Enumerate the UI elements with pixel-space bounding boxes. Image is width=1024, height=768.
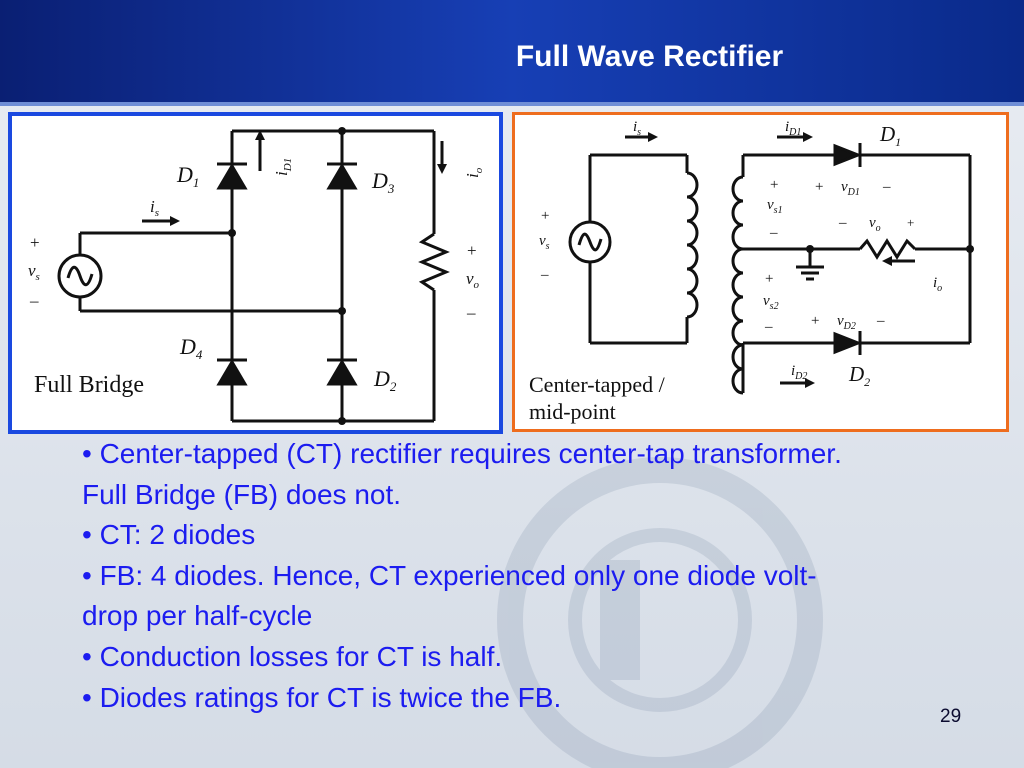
ct-label-vo-sub: o bbox=[876, 223, 881, 234]
svg-text:vD1: vD1 bbox=[841, 179, 860, 198]
ct-label-vs: v bbox=[539, 233, 546, 249]
ct-vs1-plus: + bbox=[770, 177, 778, 193]
svg-text:D2: D2 bbox=[848, 362, 870, 389]
bullet-item: • Conduction losses for CT is half. bbox=[82, 640, 503, 672]
fb-vs-minus: – bbox=[29, 291, 39, 310]
svg-text:iD1: iD1 bbox=[272, 158, 294, 176]
ct-label-id2: i bbox=[791, 363, 795, 379]
svg-text:D1: D1 bbox=[176, 162, 199, 190]
center-tapped-caption-line2: mid-point bbox=[529, 399, 616, 424]
fb-label-vo: v bbox=[466, 269, 474, 288]
fb-label-is-sub: s bbox=[155, 207, 159, 219]
full-bridge-caption: Full Bridge bbox=[34, 372, 144, 398]
ct-vs-minus: – bbox=[540, 267, 549, 283]
bullet-item: • Diodes ratings for CT is twice the FB. bbox=[82, 681, 562, 713]
ct-label-is: i bbox=[633, 119, 637, 135]
ct-label-id1-sub: D1 bbox=[788, 127, 801, 138]
center-tapped-circuit-diagram: is iD1 D1 + vs1 – + vD1 – – vo + io + vs… bbox=[529, 119, 974, 424]
fb-label-d4: D bbox=[179, 334, 196, 359]
fb-label-is: i bbox=[150, 197, 155, 216]
ct-vo-minus: – bbox=[838, 215, 847, 231]
page-number: 29 bbox=[940, 706, 962, 727]
svg-text:D1: D1 bbox=[879, 122, 901, 149]
svg-text:iD1: iD1 bbox=[785, 119, 801, 138]
svg-text:D4: D4 bbox=[179, 334, 203, 362]
ct-label-id1: i bbox=[785, 119, 789, 135]
fb-label-io-sub: o bbox=[473, 167, 485, 173]
fb-vo-minus: – bbox=[466, 303, 476, 322]
svg-text:io: io bbox=[463, 167, 485, 178]
center-tapped-panel: is iD1 D1 + vs1 – + vD1 – – vo + io + vs… bbox=[512, 112, 1009, 432]
ct-label-vs1: v bbox=[767, 197, 774, 213]
svg-text:vs: vs bbox=[28, 261, 40, 283]
full-bridge-circuit-diagram: D1 D3 D4 D2 is iD1 io + vs – + vo – Full… bbox=[28, 127, 485, 425]
ct-vs2-minus: – bbox=[764, 319, 773, 335]
fb-label-d4-sub: 4 bbox=[196, 347, 203, 362]
svg-text:D3: D3 bbox=[371, 168, 395, 196]
bullet-list: • Center-tapped (CT) rectifier requires … bbox=[82, 434, 842, 718]
fb-label-d2: D bbox=[373, 366, 390, 391]
university-seal-watermark bbox=[497, 457, 823, 768]
svg-text:vs: vs bbox=[539, 233, 550, 252]
ct-label-d2: D bbox=[848, 362, 864, 386]
ct-label-vd2-sub: D2 bbox=[843, 321, 856, 332]
center-tapped-caption-line1: Center-tapped / bbox=[529, 372, 666, 397]
svg-text:is: is bbox=[633, 119, 641, 138]
ct-vd1-plus: + bbox=[815, 179, 823, 195]
fb-label-d3: D bbox=[371, 168, 388, 193]
ct-label-d2-sub: 2 bbox=[864, 375, 870, 389]
svg-text:vo: vo bbox=[869, 215, 881, 234]
ct-label-id2-sub: D2 bbox=[794, 371, 807, 382]
ct-vd2-plus: + bbox=[811, 313, 819, 329]
ct-vs2-plus: + bbox=[765, 271, 773, 287]
bullet-item: • Center-tapped (CT) rectifier requires … bbox=[82, 438, 842, 510]
ct-label-vd1-sub: D1 bbox=[847, 187, 860, 198]
full-bridge-panel: D1 D3 D4 D2 is iD1 io + vs – + vo – Full… bbox=[8, 112, 503, 434]
ct-vd2-minus: – bbox=[876, 313, 885, 329]
svg-text:vD2: vD2 bbox=[837, 313, 856, 332]
ct-vs1-minus: – bbox=[769, 225, 778, 241]
ct-label-io: i bbox=[933, 275, 937, 291]
fb-label-d2-sub: 2 bbox=[390, 379, 397, 394]
ct-label-vs-sub: s bbox=[546, 241, 550, 252]
svg-text:vs2: vs2 bbox=[763, 293, 779, 312]
fb-label-vs: v bbox=[28, 261, 36, 280]
fb-vo-plus: + bbox=[467, 241, 477, 260]
svg-text:iD2: iD2 bbox=[791, 363, 807, 382]
slide-title: Full Wave Rectifier bbox=[515, 40, 784, 73]
fb-label-vs-sub: s bbox=[36, 271, 40, 283]
bullet-item: • FB: 4 diodes. Hence, CT experienced on… bbox=[82, 559, 817, 632]
ct-label-vs2-sub: s2 bbox=[770, 301, 779, 312]
svg-text:D2: D2 bbox=[373, 366, 397, 394]
svg-text:io: io bbox=[933, 275, 942, 294]
fb-label-id1-sub: D1 bbox=[282, 158, 294, 172]
ct-vd1-minus: – bbox=[882, 179, 891, 195]
fb-label-d1-sub: 1 bbox=[193, 175, 200, 190]
ct-label-vd2: v bbox=[837, 313, 844, 329]
fb-label-io: i bbox=[463, 173, 482, 178]
svg-text:vs1: vs1 bbox=[767, 197, 783, 216]
ct-label-d1-sub: 1 bbox=[895, 135, 901, 149]
svg-text:is: is bbox=[150, 197, 159, 219]
fb-label-d3-sub: 3 bbox=[387, 181, 395, 196]
ct-label-vs2: v bbox=[763, 293, 770, 309]
ct-label-vs1-sub: s1 bbox=[774, 205, 783, 216]
fb-label-vo-sub: o bbox=[474, 279, 480, 291]
ct-label-vd1: v bbox=[841, 179, 848, 195]
ct-vs-plus: + bbox=[541, 208, 549, 224]
ct-label-d1: D bbox=[879, 122, 895, 146]
bullet-item: • CT: 2 diodes bbox=[82, 519, 256, 551]
fb-label-d1: D bbox=[176, 162, 193, 187]
svg-text:vo: vo bbox=[466, 269, 480, 291]
ct-vo-plus: + bbox=[907, 215, 914, 230]
ct-label-is-sub: s bbox=[637, 127, 641, 138]
ct-label-vo: v bbox=[869, 215, 876, 231]
fb-label-id1: i bbox=[272, 171, 291, 176]
fb-vs-plus: + bbox=[30, 233, 40, 252]
ct-label-io-sub: o bbox=[937, 283, 942, 294]
